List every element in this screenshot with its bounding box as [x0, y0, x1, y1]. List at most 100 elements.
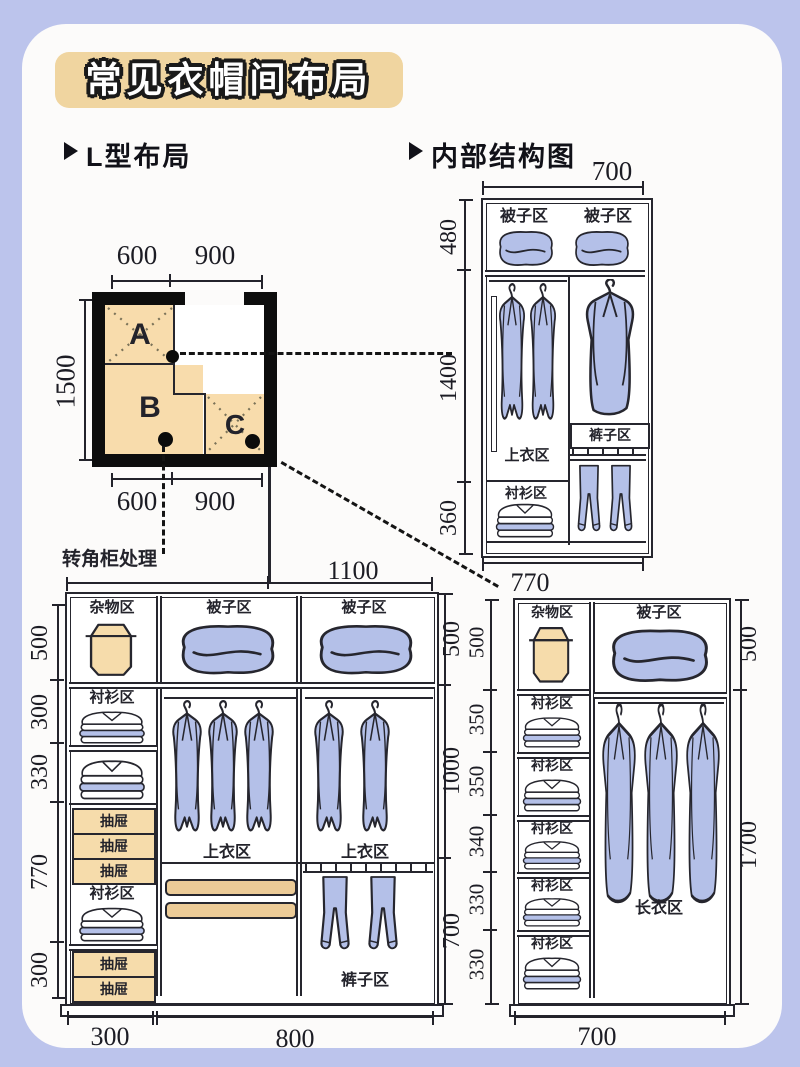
plan-cell-b: B: [105, 365, 203, 454]
zone-label-tops: 上衣区: [504, 447, 550, 464]
quilt-icon: [493, 226, 559, 270]
plan-wall: [92, 454, 277, 467]
zone-label-shirt: 衬衫区: [531, 695, 573, 711]
shelf-line: [69, 682, 435, 689]
zone-label-quilt: 被子区: [206, 599, 252, 616]
quilt-icon: [601, 622, 719, 688]
dim-tick: [267, 576, 270, 589]
structure-dim-bottom: 770: [510, 568, 550, 597]
shelf-line: [69, 803, 157, 805]
suit-icon: [312, 699, 346, 851]
suit-icon: [206, 699, 240, 851]
dim-tick: [733, 689, 747, 692]
suit-icon: [242, 699, 276, 851]
plan-dot-b: [158, 432, 173, 447]
plan-line: [204, 393, 207, 454]
long-coat-icon: [581, 279, 639, 431]
plan-dim-bottom-600: 600: [116, 486, 158, 516]
corner-dim-500: 500: [27, 625, 53, 661]
dim-line: [482, 181, 644, 195]
shelf-line: [486, 480, 568, 482]
drawer-label: 抽屉: [100, 862, 128, 879]
dim-line: [459, 199, 473, 555]
corner-dim-r500: 500: [439, 621, 465, 657]
tall-dim-330b: 330: [464, 948, 489, 981]
shelf-line: [517, 930, 589, 937]
leader-line-dashed: [162, 446, 165, 554]
drawer: 抽屉: [72, 858, 156, 885]
drawer-label: 抽屉: [100, 980, 128, 997]
dim-line: [439, 593, 453, 1005]
zone-label-tops: 上衣区: [202, 844, 251, 861]
plan-dim-top-600: 600: [116, 240, 158, 270]
drawer: 抽屉: [72, 808, 156, 835]
dim-line: [156, 1011, 434, 1025]
long-coat-icon: [683, 704, 723, 926]
suit-icon: [497, 282, 527, 440]
drawer-label: 抽屉: [100, 837, 128, 854]
pants-icon: [317, 874, 353, 960]
plan-wall: [92, 292, 185, 305]
shirt-stack-icon: [520, 838, 584, 870]
structure-dim-360: 360: [436, 500, 462, 536]
dotted-cross-icon: [107, 307, 173, 363]
plan-dot-c: [245, 434, 260, 449]
shirt-stack-icon: [520, 776, 584, 812]
shelf-line: [517, 815, 589, 822]
tall-dim-bottom: 700: [577, 1022, 617, 1051]
drawer: 抽屉: [72, 833, 156, 860]
long-coat-icon: [599, 704, 639, 926]
plan-dot-a: [166, 350, 179, 363]
tall-dim-r500: 500: [736, 626, 762, 662]
dim-line: [514, 1011, 726, 1025]
drawer: 抽屉: [72, 951, 156, 978]
dim-tick: [50, 801, 64, 804]
triangle-marker-icon: [409, 142, 423, 160]
shelf-line: [161, 862, 435, 864]
dim-tick: [483, 814, 497, 817]
dim-tick: [169, 274, 172, 287]
shelf-line: [594, 692, 727, 699]
divider-panel: [296, 596, 302, 996]
shelf-line: [485, 270, 645, 277]
zone-label-quilt: 被子区: [499, 208, 548, 225]
divider-panel: [156, 596, 162, 996]
suit-icon: [170, 699, 204, 851]
shirt-stack-icon: [76, 756, 148, 800]
dim-tick: [437, 857, 451, 860]
shelf-line: [517, 689, 589, 696]
dim-tick: [483, 871, 497, 874]
corner-dim-r1000: 1000: [439, 747, 465, 795]
zone-label-long: 长衣区: [634, 900, 683, 917]
zone-label-shirt: 衬衫区: [531, 820, 573, 836]
plan-cell-a: A: [105, 305, 175, 365]
corner-dim-300b: 300: [27, 952, 53, 988]
zone-label-shirt: 衬衫区: [531, 935, 573, 951]
drawer-label: 抽屉: [100, 955, 128, 972]
pants-rail: [570, 454, 646, 461]
dim-line: [735, 599, 749, 1005]
plan-cell-b-label: B: [139, 391, 161, 424]
quilt-icon: [569, 226, 635, 270]
zone-label-shirt: 衬衫区: [89, 885, 135, 902]
shirt-stack-icon: [520, 954, 584, 990]
shirt-stack-icon: [520, 895, 584, 927]
tall-dim-500: 500: [464, 626, 489, 659]
suit-icon: [528, 282, 558, 440]
divider-panel: [589, 602, 595, 998]
pants-zone-header: 裤子区: [570, 423, 650, 449]
dim-tick: [171, 472, 174, 485]
pants-icon: [607, 463, 635, 541]
quilt-icon: [309, 618, 423, 680]
dim-tick: [50, 679, 64, 682]
shelf-line: [517, 752, 589, 759]
dim-line: [79, 299, 93, 461]
shirt-stack-icon: [76, 904, 148, 942]
structure-dim-top: 700: [591, 156, 633, 186]
dim-tick: [457, 269, 471, 272]
structure-dim-1400: 1400: [436, 354, 462, 402]
hanging-rod: [305, 697, 433, 699]
heading-l-layout: L型布局: [86, 142, 192, 172]
shelf-line: [486, 541, 646, 543]
corner-dim-top: 1100: [327, 556, 379, 585]
